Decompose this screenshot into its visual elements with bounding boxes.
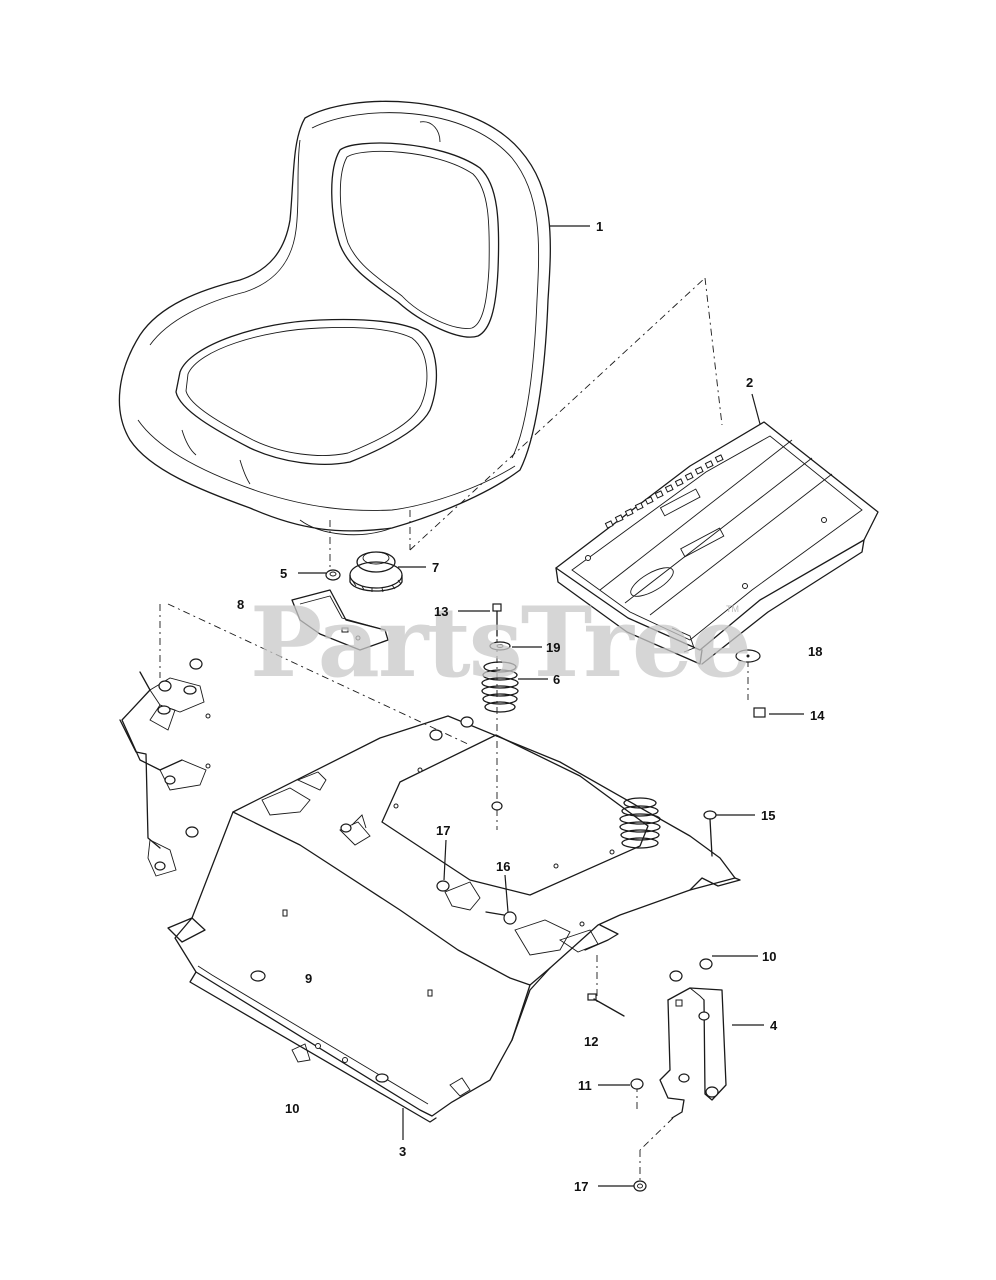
left-bracket	[119, 658, 211, 877]
callout-12: 12	[584, 1034, 598, 1049]
seat-pan	[555, 421, 879, 665]
callout-2: 2	[746, 375, 753, 390]
nut-17-lower	[633, 1180, 647, 1192]
callout-8: 8	[237, 597, 244, 612]
pin-12	[587, 993, 625, 1017]
nut-5	[325, 569, 341, 581]
side-bracket	[659, 958, 727, 1119]
callout-3: 3	[399, 1144, 406, 1159]
callout-10-lower: 10	[285, 1101, 299, 1116]
spring-rear	[619, 797, 661, 849]
nut-14	[753, 707, 766, 718]
callout-1: 1	[596, 219, 603, 234]
washer-19	[489, 641, 511, 651]
bolt-16	[485, 911, 517, 925]
nut-17-upper	[436, 880, 450, 892]
watermark-text: PartsTree	[250, 586, 750, 699]
adjust-slots	[604, 454, 724, 529]
bolt-15	[703, 810, 717, 857]
callouts: 1 2 3 4 5 6 7 8 9 10 10 11 12 13 14 15 1…	[237, 219, 825, 1194]
callout-5: 5	[280, 566, 287, 581]
watermark-trademark: TM	[726, 604, 739, 614]
seat-switch	[349, 551, 403, 593]
callout-16: 16	[496, 859, 510, 874]
spring-6	[481, 661, 519, 713]
callout-17-lower: 17	[574, 1179, 588, 1194]
callout-9: 9	[305, 971, 312, 986]
leader-lines	[298, 225, 804, 1187]
seat-frame	[121, 671, 741, 1123]
seat	[118, 100, 551, 536]
callout-15: 15	[761, 808, 775, 823]
callout-10-upper: 10	[762, 949, 776, 964]
callout-7: 7	[432, 560, 439, 575]
bolt-13	[492, 603, 502, 637]
callout-17-upper: 17	[436, 823, 450, 838]
callout-4: 4	[770, 1018, 778, 1033]
washer-18	[735, 649, 761, 663]
assembly-lines	[159, 277, 749, 1180]
callout-18: 18	[808, 644, 822, 659]
switch-bracket	[291, 589, 389, 651]
callout-11: 11	[578, 1078, 592, 1093]
callout-6: 6	[553, 672, 560, 687]
callout-19: 19	[546, 640, 560, 655]
callout-13: 13	[434, 604, 448, 619]
plug-11	[630, 1078, 644, 1090]
watermark: PartsTree TM	[250, 586, 752, 699]
callout-14: 14	[810, 708, 825, 723]
